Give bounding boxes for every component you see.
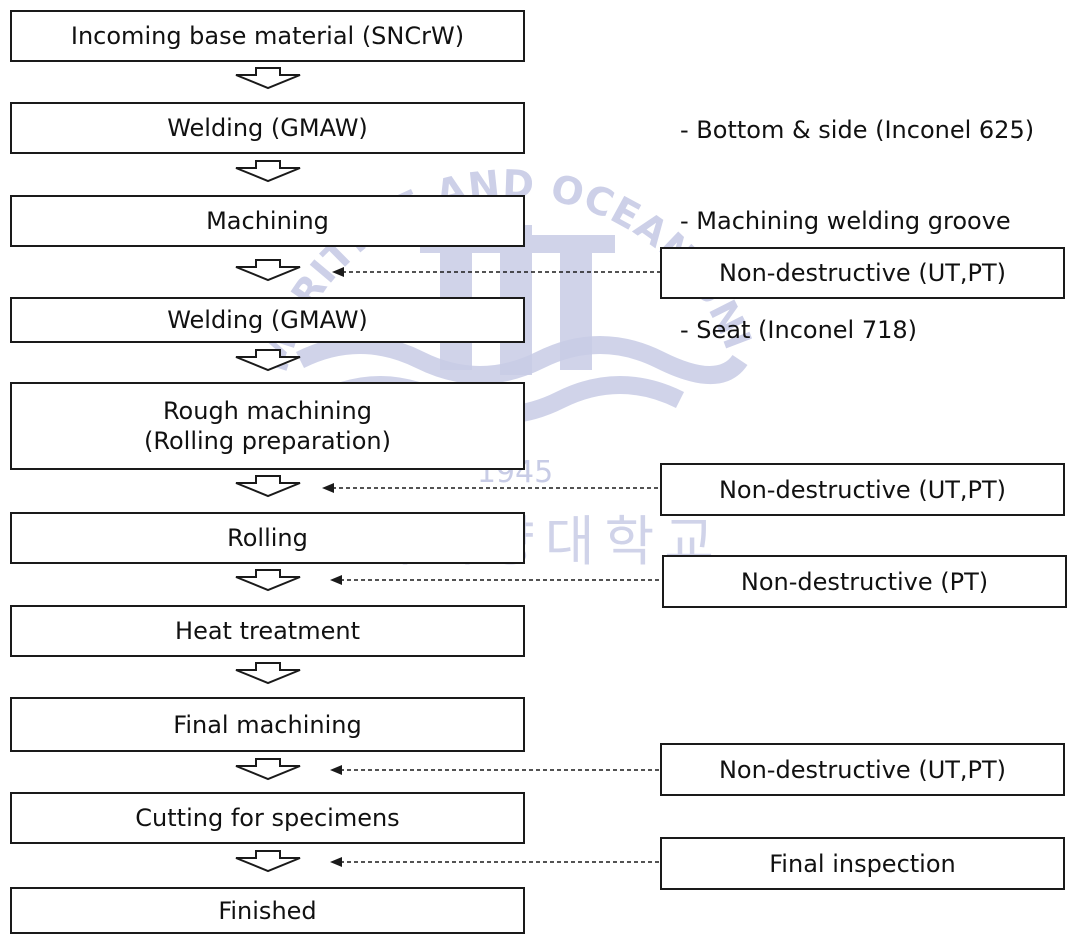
inspection-connector-arrowhead-5: [330, 857, 342, 867]
flow-arrow-2: [235, 160, 301, 183]
flow-arrow-4: [235, 349, 301, 372]
inspection-ut-pt-2: Non-destructive (UT,PT): [660, 463, 1065, 516]
flow-arrow-5: [235, 475, 301, 498]
flow-arrow-6: [235, 569, 301, 592]
flow-arrow-9: [235, 850, 301, 873]
step-incoming-base-material: Incoming base material (SNCrW): [10, 10, 525, 62]
flow-arrow-1: [235, 67, 301, 90]
step-welding-gmaw-1: Welding (GMAW): [10, 102, 525, 154]
inspection-connector-arrowhead-4: [330, 765, 342, 775]
inspection-connector-arrowhead-3: [330, 575, 342, 585]
step-rolling: Rolling: [10, 512, 525, 564]
inspection-ut-pt-1: Non-destructive (UT,PT): [660, 247, 1065, 299]
step-heat-treatment: Heat treatment: [10, 605, 525, 657]
flow-arrow-7: [235, 662, 301, 685]
flow-arrow-8: [235, 758, 301, 781]
inspection-connector-arrowhead-2: [322, 483, 334, 493]
inspection-ut-pt-3: Non-destructive (UT,PT): [660, 743, 1065, 796]
step-finished: Finished: [10, 887, 525, 934]
note-machining-groove: - Machining welding groove: [680, 207, 1011, 235]
note-bottom-side: - Bottom & side (Inconel 625): [680, 116, 1035, 144]
inspection-pt: Non-destructive (PT): [662, 555, 1067, 608]
step-machining: Machining: [10, 195, 525, 247]
flow-arrow-3: [235, 259, 301, 282]
step-final-machining: Final machining: [10, 697, 525, 752]
step-rough-machining: Rough machining (Rolling preparation): [10, 382, 525, 470]
step-welding-gmaw-2: Welding (GMAW): [10, 297, 525, 343]
inspection-connector-arrowhead-1: [332, 267, 344, 277]
note-seat: - Seat (Inconel 718): [680, 316, 918, 344]
inspection-final: Final inspection: [660, 837, 1065, 890]
step-cutting-for-specimens: Cutting for specimens: [10, 792, 525, 844]
